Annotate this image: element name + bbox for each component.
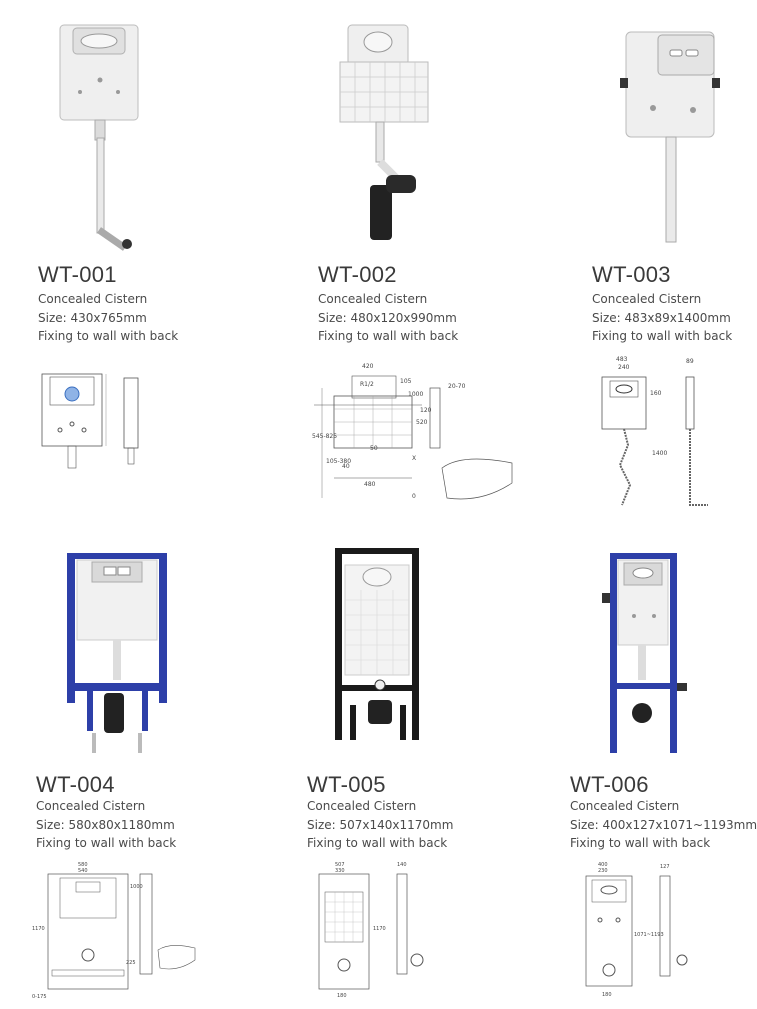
product-type: Concealed Cistern	[318, 292, 428, 306]
dimension-label: R1/2	[360, 381, 374, 388]
technical-drawing-wt-001	[38, 372, 148, 472]
dimension-label: 140	[397, 862, 407, 868]
product-size: Size: 507x140x1170mm	[307, 817, 454, 832]
product-code: WT-005	[307, 772, 386, 797]
product-code: WT-003	[592, 262, 671, 287]
product-photo-wt-005	[330, 545, 430, 745]
technical-drawing-wt-005: 507 330 140 1170 180	[305, 860, 435, 1000]
product-type: Concealed Cistern	[36, 799, 146, 813]
product-fixing: Fixing to wall with back	[36, 836, 177, 850]
dimension-label: 20-70	[448, 383, 466, 390]
product-photo-wt-001	[55, 20, 145, 251]
dimension-label: 507	[335, 862, 345, 868]
dimension-label: 0-175	[32, 994, 47, 1000]
product-fixing: Fixing to wall with back	[318, 329, 459, 343]
dimension-label: 240	[618, 364, 630, 371]
product-fixing: Fixing to wall with back	[307, 836, 448, 850]
dimension-label: 1000	[130, 884, 143, 890]
dimension-label: 230	[598, 868, 608, 874]
dimension-label: 1400	[652, 450, 667, 457]
product-description: Concealed Cistern Size: 430x765mm Fixing…	[38, 290, 178, 346]
product-code: WT-004	[36, 772, 115, 797]
product-description: Concealed Cistern Size: 507x140x1170mm F…	[307, 797, 453, 853]
dimension-label: 89	[686, 358, 694, 365]
technical-drawing-wt-006: 400 230 127 1071~1193 180	[572, 860, 712, 1000]
product-size: Size: 580x80x1180mm	[36, 817, 175, 832]
product-photo-wt-002	[338, 20, 438, 250]
dimension-label: 540	[78, 868, 88, 874]
product-description: Concealed Cistern Size: 480x120x990mm Fi…	[318, 290, 458, 346]
dimension-label: 120	[420, 407, 432, 414]
dimension-label: 1071~1193	[634, 932, 664, 938]
dimension-label: 1170	[373, 926, 386, 932]
dimension-label: 1170	[32, 926, 45, 932]
technical-drawing-wt-004: 580 540 1000 1170 225 0-175	[30, 860, 200, 1000]
dimension-label: 105	[400, 378, 412, 385]
dimension-label: 480	[364, 481, 376, 488]
product-code: WT-002	[318, 262, 397, 287]
dimension-label: 483	[616, 356, 628, 363]
product-photo-wt-004	[62, 548, 172, 758]
product-photo-wt-006	[602, 548, 692, 758]
dimension-label: 330	[335, 868, 345, 874]
dimension-label: 400	[598, 862, 608, 868]
product-type: Concealed Cistern	[592, 292, 702, 306]
dimension-label: 225	[126, 960, 136, 966]
product-type: Concealed Cistern	[570, 799, 680, 813]
product-fixing: Fixing to wall with back	[570, 836, 711, 850]
product-size: Size: 480x120x990mm	[318, 310, 457, 325]
dimension-label: 1000	[408, 391, 423, 398]
product-size: Size: 483x89x1400mm	[592, 310, 731, 325]
product-description: Concealed Cistern Size: 580x80x1180mm Fi…	[36, 797, 176, 853]
product-photo-wt-003	[618, 20, 728, 250]
dimension-label: 40	[342, 463, 350, 470]
dimension-label: 580	[78, 862, 88, 868]
dimension-label: 520	[416, 419, 428, 426]
dimension-label: 105-380	[326, 458, 351, 465]
product-size: Size: 400x127x1071~1193mm	[570, 817, 757, 832]
dimension-label: X	[412, 455, 416, 462]
dimension-label: 420	[362, 363, 374, 370]
dimension-label: 180	[602, 992, 612, 998]
technical-drawing-wt-003: 483 240 89 160 1400	[590, 355, 720, 515]
dimension-label: 0	[412, 493, 416, 500]
dimension-label: 127	[660, 864, 670, 870]
product-fixing: Fixing to wall with back	[592, 329, 733, 343]
product-size: Size: 430x765mm	[38, 310, 147, 325]
dimension-label: 545-825	[312, 433, 337, 440]
dimension-label: 180	[337, 993, 347, 999]
product-fixing: Fixing to wall with back	[38, 329, 179, 343]
product-type: Concealed Cistern	[38, 292, 148, 306]
dimension-label: 160	[650, 390, 662, 397]
product-code: WT-006	[570, 772, 649, 797]
technical-drawing-wt-002: 420 R1/2 105 1000 20-70 120 520 545-825 …	[312, 358, 522, 508]
dimension-label: 50	[370, 445, 378, 452]
product-code: WT-001	[38, 262, 117, 287]
product-type: Concealed Cistern	[307, 799, 417, 813]
product-description: Concealed Cistern Size: 483x89x1400mm Fi…	[592, 290, 732, 346]
product-description: Concealed Cistern Size: 400x127x1071~119…	[570, 797, 757, 853]
